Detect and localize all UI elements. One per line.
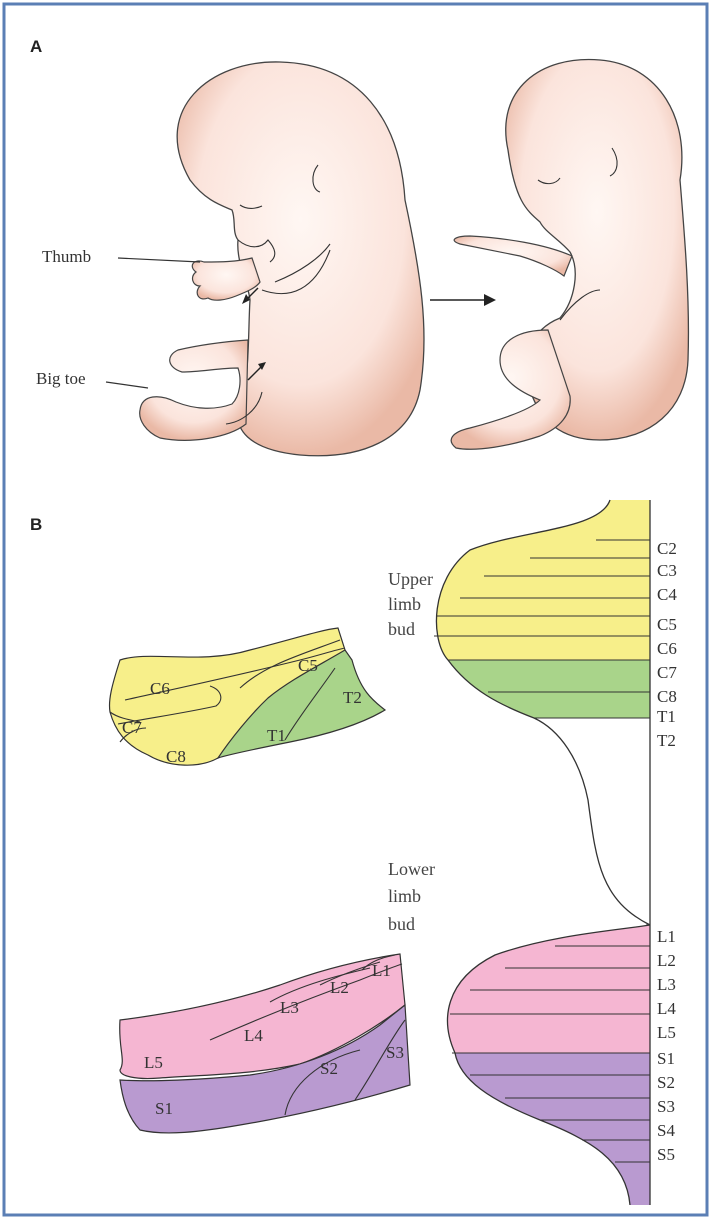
upper-dermatome-label: C8 xyxy=(166,747,186,766)
segment-label: L4 xyxy=(657,999,676,1018)
lower-dermatome-label: L4 xyxy=(244,1026,263,1045)
segment-label: L3 xyxy=(657,975,676,994)
segment-label: S4 xyxy=(657,1121,675,1140)
lower-dermatome-label: L1 xyxy=(372,961,391,980)
segment-label: C6 xyxy=(657,639,677,658)
segment-label: L5 xyxy=(657,1023,676,1042)
segment-label: S3 xyxy=(657,1097,675,1116)
upper-bud-label-line: limb xyxy=(388,594,421,614)
big-toe-label: Big toe xyxy=(36,369,86,388)
lower-dermatome-label: L5 xyxy=(144,1053,163,1072)
segment-label: L2 xyxy=(657,951,676,970)
segment-label: S2 xyxy=(657,1073,675,1092)
lower-dermatome-label: L2 xyxy=(330,978,349,997)
upper-dermatome-label: C5 xyxy=(298,656,318,675)
segment-label: C5 xyxy=(657,615,677,634)
panel-b-letter: B xyxy=(30,515,42,534)
lower-dermatome-label: S1 xyxy=(155,1099,173,1118)
segment-label: L1 xyxy=(657,927,676,946)
lower-bud-label-line: limb xyxy=(388,886,421,906)
segment-label: C8 xyxy=(657,687,677,706)
upper-bud-label-line: Upper xyxy=(388,569,433,589)
upper-dermatome-label: T2 xyxy=(343,688,362,707)
segment-label: C3 xyxy=(657,561,677,580)
upper-dermatome-label: C7 xyxy=(122,718,142,737)
segment-label: S1 xyxy=(657,1049,675,1068)
segment-label: T2 xyxy=(657,731,676,750)
lower-bud-label-line: bud xyxy=(388,914,415,934)
segment-label: T1 xyxy=(657,707,676,726)
panel-a-letter: A xyxy=(30,37,42,56)
lower-bud-label-line: Lower xyxy=(388,859,435,879)
lower-dermatome-label: S2 xyxy=(320,1059,338,1078)
segment-label: C4 xyxy=(657,585,677,604)
lower-dermatome-label: L3 xyxy=(280,998,299,1017)
lower-dermatome-label: S3 xyxy=(386,1043,404,1062)
segment-label: C7 xyxy=(657,663,677,682)
segment-label: C2 xyxy=(657,539,677,558)
upper-dermatome-label: C6 xyxy=(150,679,170,698)
thumb-label: Thumb xyxy=(42,247,91,266)
upper-segment-labels: C2 C3 C4 C5 C6 C7 C8 T1 T2 xyxy=(657,539,677,750)
upper-dermatome-label: T1 xyxy=(267,726,286,745)
segment-label: S5 xyxy=(657,1145,675,1164)
upper-bud-label-line: bud xyxy=(388,619,415,639)
